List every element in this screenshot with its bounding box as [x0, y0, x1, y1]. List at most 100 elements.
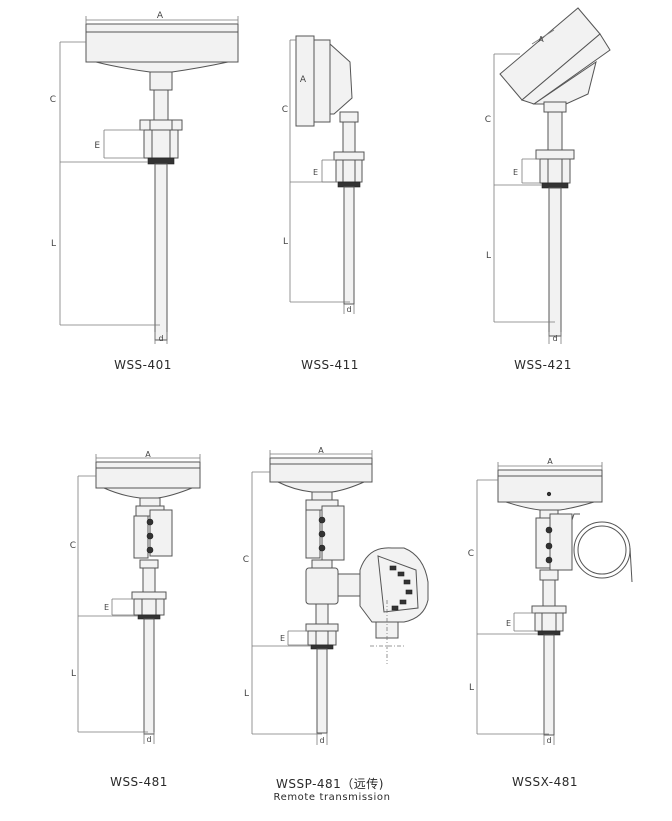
- neck: [339, 111, 359, 123]
- neck: [149, 71, 173, 91]
- union-nut: [305, 623, 339, 632]
- dim-label-a: A: [157, 11, 164, 21]
- swivel-bolt: [146, 532, 154, 540]
- thread: [537, 630, 561, 636]
- hex-nut: [534, 612, 564, 632]
- union-nut: [535, 149, 575, 160]
- dial-case: [269, 463, 373, 483]
- model-wssx-481: A C E L d: [468, 457, 633, 745]
- dial-bezel: [95, 461, 201, 469]
- dial-case: [313, 39, 331, 123]
- dim-label-d: d: [546, 736, 551, 745]
- capillary-coil: [573, 521, 631, 579]
- stem-upper: [315, 603, 329, 625]
- stem-upper: [547, 111, 563, 151]
- caption-wss-401: WSS-401: [114, 358, 172, 372]
- union-nut: [139, 119, 183, 131]
- dial-back: [95, 61, 229, 73]
- dial-case: [95, 467, 201, 489]
- hex-nut: [307, 630, 337, 646]
- neck: [543, 101, 567, 113]
- joint-bottom: [139, 559, 159, 569]
- dim-label-c: C: [243, 555, 249, 565]
- dim-label-e: E: [104, 603, 109, 612]
- dial-bezel: [269, 457, 373, 465]
- contact-pin: [546, 491, 552, 497]
- thread: [137, 614, 161, 620]
- swivel-bolt: [146, 518, 154, 526]
- thread: [147, 157, 175, 165]
- union-nut: [131, 591, 167, 600]
- dial-back: [505, 501, 595, 511]
- swivel-bolt: [545, 542, 553, 550]
- dim-label-a: A: [318, 446, 324, 455]
- thread: [541, 182, 569, 189]
- dim-label-c: C: [282, 105, 288, 115]
- dim-label-l: L: [244, 689, 249, 699]
- dim-label-e: E: [313, 168, 318, 177]
- dim-label-c: C: [70, 541, 76, 551]
- swivel-plate-right: [549, 513, 573, 571]
- dim-label-e: E: [513, 168, 518, 177]
- dial-back: [103, 487, 193, 499]
- hex-nut: [133, 598, 165, 616]
- swivel-bolt: [318, 516, 326, 524]
- stem-upper: [542, 579, 556, 607]
- dial-bezel: [85, 23, 239, 33]
- model-wssp-481: A C E L d: [243, 446, 429, 745]
- dial-back: [277, 481, 365, 493]
- probe-stem: [154, 163, 168, 341]
- caption-wssp-481: WSSP-481（远传): [276, 777, 384, 791]
- dial-case: [497, 475, 603, 503]
- swivel-bolt: [146, 546, 154, 554]
- dim-label-c: C: [468, 549, 474, 559]
- probe-stem: [548, 187, 562, 337]
- transmitter-connector: [337, 573, 361, 597]
- dim-label-a: A: [300, 75, 307, 85]
- probe-stem: [316, 648, 328, 734]
- hex-nut: [539, 158, 571, 184]
- dim-label-c: C: [485, 115, 491, 125]
- hex-nut: [143, 129, 179, 159]
- caption-wss-421: WSS-421: [514, 358, 572, 372]
- model-wss-481: A C E L d: [70, 450, 201, 744]
- dim-label-a: A: [145, 450, 151, 459]
- thread: [337, 181, 361, 188]
- joint-bottom: [311, 559, 333, 569]
- caption-wss-481: WSS-481: [110, 775, 168, 789]
- swivel-plate-left: [133, 515, 149, 559]
- caption-wssx-481: WSSX-481: [512, 775, 578, 789]
- dim-label-c: C: [50, 95, 56, 105]
- probe-stem: [543, 634, 555, 736]
- junction-box: [359, 547, 429, 623]
- dim-label-d: d: [319, 736, 324, 745]
- model-wss-421: A C E L d: [485, 7, 611, 344]
- dial-bezel: [497, 469, 603, 477]
- dim-label-e: E: [280, 634, 285, 643]
- dim-label-l: L: [283, 237, 288, 247]
- dim-label-l: L: [51, 239, 56, 249]
- neck: [311, 491, 333, 501]
- swivel-bolt: [318, 544, 326, 552]
- probe-stem: [343, 186, 355, 305]
- dim-label-e: E: [94, 141, 100, 151]
- swivel-plate-left: [305, 509, 321, 559]
- neck: [139, 497, 161, 507]
- caption-wss-411: WSS-411: [301, 358, 359, 372]
- probe-stem: [143, 618, 155, 735]
- dim-label-a: A: [547, 457, 553, 466]
- dial-back: [329, 42, 353, 115]
- swivel-plate-right: [321, 505, 345, 561]
- model-wss-411: C E L A d: [282, 35, 365, 314]
- dial-case: [520, 33, 611, 105]
- stem-upper: [342, 121, 356, 153]
- caption-remote-transmission: Remote transmission: [273, 792, 391, 803]
- transmitter-body: [305, 567, 339, 605]
- thread: [310, 644, 334, 650]
- swivel-bolt: [545, 556, 553, 564]
- dim-label-a: A: [538, 35, 544, 44]
- joint-bottom: [539, 569, 559, 581]
- dim-label-d: d: [346, 305, 351, 314]
